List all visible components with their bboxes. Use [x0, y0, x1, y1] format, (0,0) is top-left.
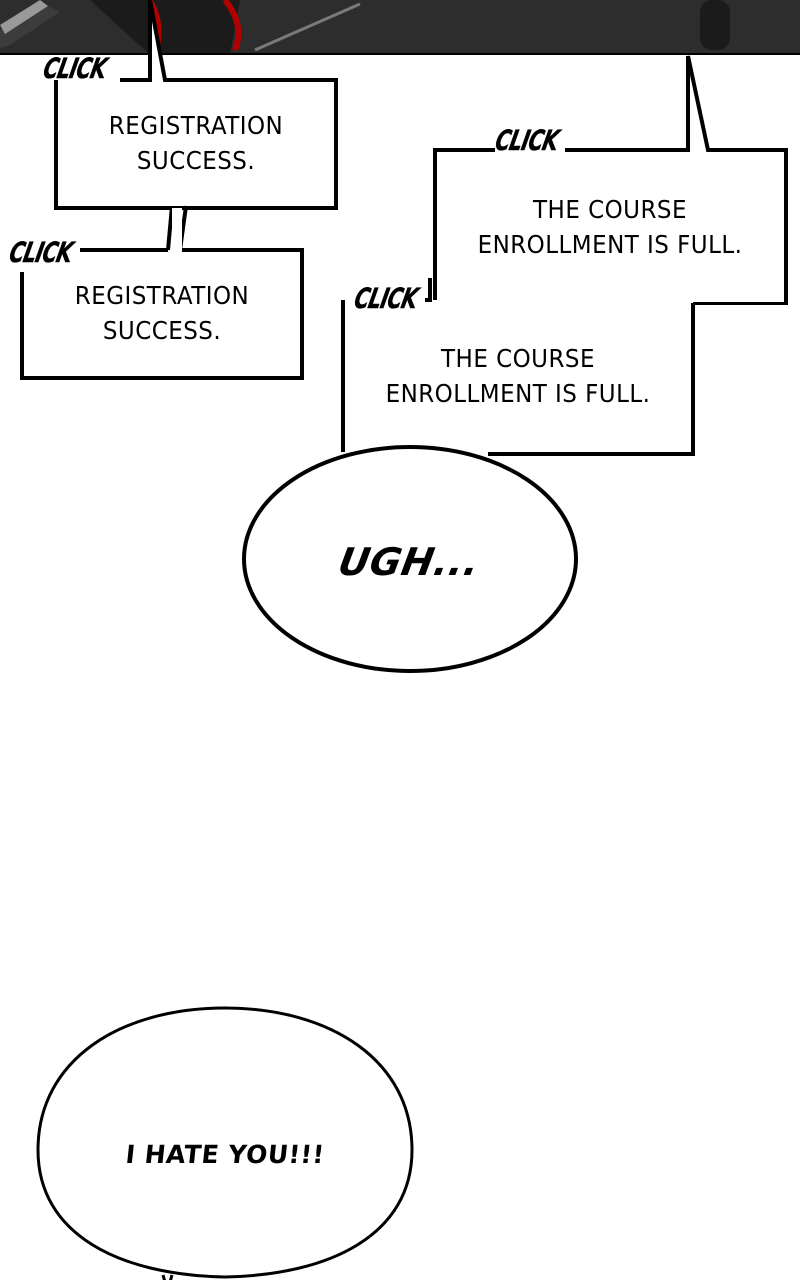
registration-bubble-1-outline	[54, 0, 338, 210]
enrollment-line-2: ENROLLMENT IS FULL.	[385, 379, 651, 408]
registration-line-2: SUCCESS.	[136, 146, 256, 175]
click-sfx-4: CLICK	[351, 282, 421, 315]
registration-line-1: REGISTRATION	[108, 111, 284, 140]
click-sfx-3: CLICK	[492, 124, 562, 157]
registration-bubble-2: REGISTRATION SUCCESS.	[33, 278, 291, 348]
click-sfx-2: CLICK	[6, 236, 76, 269]
registration-bubble-2-outline	[20, 248, 304, 380]
registration-bubble-1: REGISTRATION SUCCESS.	[67, 108, 325, 178]
hate-bubble-outline	[36, 1006, 414, 1279]
enrollment-line-1: THE COURSE	[533, 195, 687, 224]
ugh-bubble-outline	[242, 445, 578, 673]
hate-bubble-text: I HATE YOU!!!	[124, 1140, 326, 1169]
click-sfx-1: CLICK	[40, 52, 110, 85]
panel-border	[0, 53, 800, 55]
enrollment-bubble-2: THE COURSE ENROLLMENT IS FULL.	[357, 341, 679, 411]
enrollment-bubble-2-outline	[341, 278, 695, 456]
registration-line-1: REGISTRATION	[74, 281, 250, 310]
ugh-bubble-text: UGH...	[335, 540, 483, 584]
enrollment-line-1: THE COURSE	[441, 344, 595, 373]
registration-line-2: SUCCESS.	[102, 316, 222, 345]
enrollment-bubble-1: THE COURSE ENROLLMENT IS FULL.	[449, 192, 771, 262]
enrollment-line-2: ENROLLMENT IS FULL.	[477, 230, 743, 259]
